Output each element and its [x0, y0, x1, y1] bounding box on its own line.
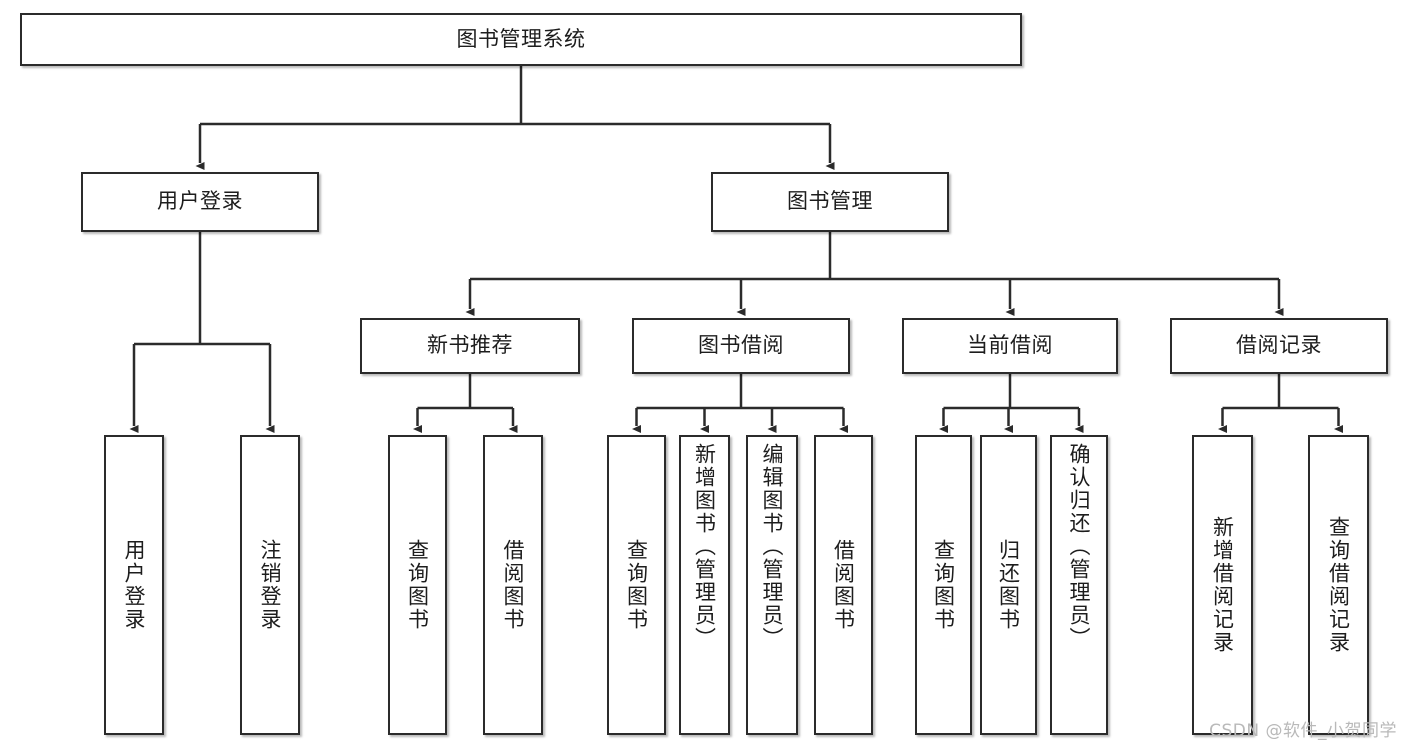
node-label: 归还图书 [996, 539, 1021, 631]
node-leaf-add-book: 新增图书（管理员） [679, 435, 730, 735]
node-leaf-confirm-return: 确认归还（管理员） [1050, 435, 1108, 735]
node-book-borrow: 图书借阅 [632, 318, 850, 374]
node-leaf-query-book-3: 查询图书 [915, 435, 972, 735]
node-label: 新书推荐 [427, 333, 513, 358]
node-borrow-record: 借阅记录 [1170, 318, 1388, 374]
node-leaf-borrow-book-2: 借阅图书 [814, 435, 873, 735]
node-label: 用户登录 [122, 539, 147, 631]
node-label: 确认归还（管理员） [1067, 443, 1092, 650]
node-label: 查询图书 [624, 539, 649, 631]
node-user-login: 用户登录 [81, 172, 319, 232]
node-root: 图书管理系统 [20, 13, 1022, 66]
node-leaf-query-record: 查询借阅记录 [1308, 435, 1369, 735]
node-label: 查询借阅记录 [1326, 516, 1351, 654]
node-label: 编辑图书（管理员） [760, 443, 785, 650]
node-label: 借阅记录 [1236, 333, 1322, 358]
node-leaf-borrow-book-1: 借阅图书 [483, 435, 543, 735]
node-leaf-return-book: 归还图书 [980, 435, 1037, 735]
node-label: 查询图书 [931, 539, 956, 631]
node-label: 图书管理系统 [456, 26, 586, 51]
node-label: 查询图书 [405, 539, 430, 631]
node-leaf-user-login: 用户登录 [104, 435, 164, 735]
node-label: 当前借阅 [967, 333, 1053, 358]
node-label: 新增图书（管理员） [692, 443, 717, 650]
node-label: 借阅图书 [501, 539, 526, 631]
node-new-book-rec: 新书推荐 [360, 318, 580, 374]
node-label: 注销登录 [258, 539, 283, 631]
node-leaf-user-logout: 注销登录 [240, 435, 300, 735]
node-leaf-query-book-1: 查询图书 [388, 435, 447, 735]
node-label: 图书借阅 [698, 333, 784, 358]
node-label: 新增借阅记录 [1210, 516, 1235, 654]
node-leaf-query-book-2: 查询图书 [607, 435, 666, 735]
node-leaf-add-record: 新增借阅记录 [1192, 435, 1253, 735]
node-label: 借阅图书 [831, 539, 856, 631]
node-label: 用户登录 [157, 189, 243, 214]
node-label: 图书管理 [787, 189, 873, 214]
node-current-borrow: 当前借阅 [902, 318, 1118, 374]
node-leaf-edit-book: 编辑图书（管理员） [746, 435, 798, 735]
node-book-manage: 图书管理 [711, 172, 949, 232]
